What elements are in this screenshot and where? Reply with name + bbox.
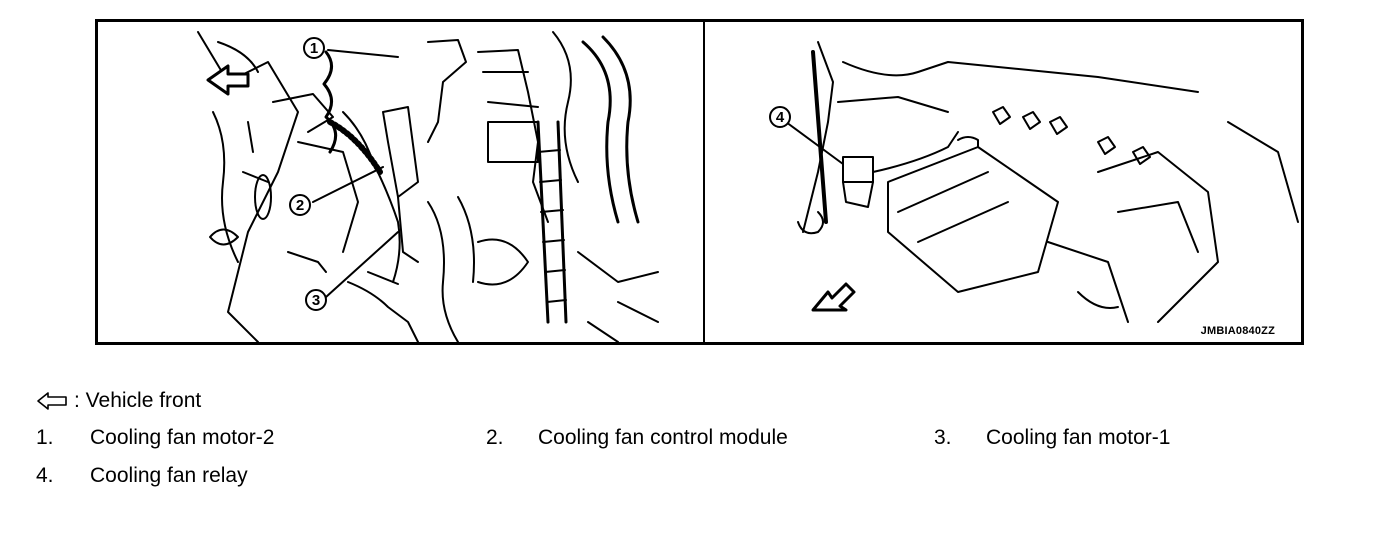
legend-item-3-label: Cooling fan motor-1 [986,426,1171,449]
legend-item-4-number: 4. [36,464,54,487]
svg-text:3: 3 [312,292,320,309]
vehicle-front-label: : Vehicle front [74,389,202,412]
svg-text:4: 4 [776,109,785,126]
callout-3: 3 [305,289,327,311]
callout-1: 1 [303,37,325,59]
engine-bay-illustration: 1 2 3 4 JMBIA0840ZZ [95,19,1304,345]
legend-vehicle-front: : Vehicle front [36,389,201,413]
panel-divider [703,22,705,342]
callout-2: 2 [289,194,311,216]
legend-item-2-number: 2. [486,426,504,449]
legend-item-2-label: Cooling fan control module [538,426,788,449]
svg-text:1: 1 [310,40,318,57]
figure-code: JMBIA0840ZZ [1200,325,1275,337]
legend-item-1-label: Cooling fan motor-2 [90,426,275,449]
svg-text:2: 2 [296,197,304,214]
legend-item-4-label: Cooling fan relay [90,464,248,487]
legend-item-3-number: 3. [934,426,952,449]
callout-4: 4 [769,106,791,128]
front-arrow-icon [37,392,67,410]
legend-item-1-number: 1. [36,426,54,449]
engine-bay-line-drawing: 1 2 3 4 [197,31,1299,342]
